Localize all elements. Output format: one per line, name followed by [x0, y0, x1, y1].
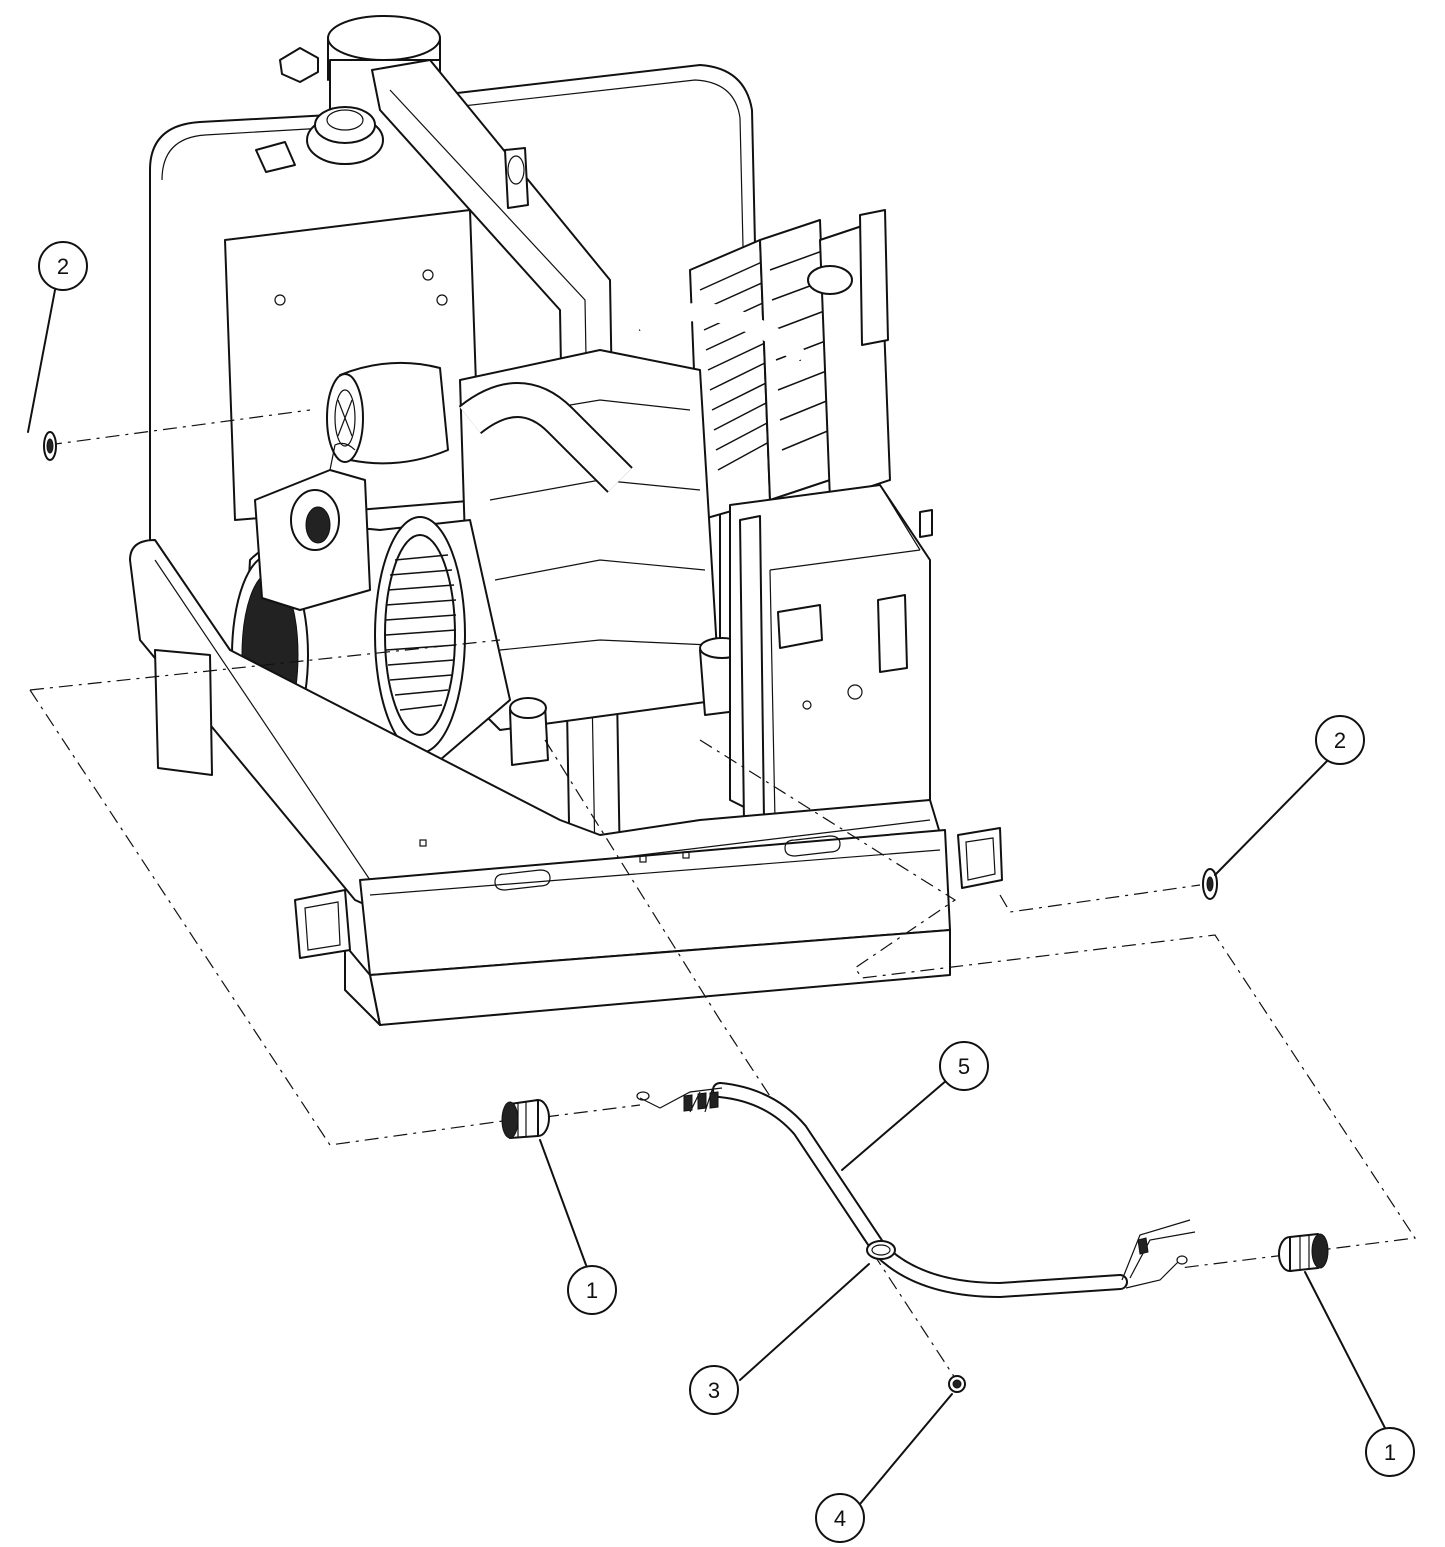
callout-2-left: 2	[38, 241, 88, 291]
nut-part-2-right	[1202, 868, 1218, 900]
fitting-part-1-right	[1278, 1233, 1329, 1272]
leader-4	[844, 1393, 953, 1523]
leader-lines	[27, 289, 1386, 1523]
harness-parts	[43, 431, 1329, 1393]
nut-part-2-left	[43, 431, 57, 461]
callout-label: 4	[834, 1506, 846, 1531]
callout-4: 4	[815, 1493, 865, 1543]
leader-1-left	[539, 1139, 587, 1266]
generator-assembly	[129, 15, 1003, 1026]
callout-3: 3	[689, 1365, 739, 1415]
wiring-harness-part-5	[636, 1082, 1196, 1299]
leader-2-right	[1214, 757, 1331, 876]
nut-part-4	[948, 1375, 966, 1393]
callout-label: 2	[1334, 728, 1346, 753]
callout-label: 2	[57, 254, 69, 279]
leader-3	[739, 1263, 870, 1381]
callout-label: 5	[958, 1054, 970, 1079]
callout-2-right: 2	[1315, 715, 1365, 765]
callout-label: 3	[708, 1378, 720, 1403]
leader-5	[841, 1079, 948, 1171]
callout-1-right: 1	[1365, 1427, 1415, 1477]
leader-2-left	[27, 289, 56, 433]
callout-label: 1	[586, 1278, 598, 1303]
leader-1-right	[1304, 1271, 1386, 1429]
fitting-part-1-left	[501, 1099, 550, 1139]
callouts: 2 2 5 1 3 1 4	[38, 241, 1415, 1543]
callout-5: 5	[939, 1041, 989, 1091]
callout-label: 1	[1384, 1440, 1396, 1465]
assembly-lines	[29, 409, 1417, 1379]
callout-1-left: 1	[567, 1265, 617, 1315]
